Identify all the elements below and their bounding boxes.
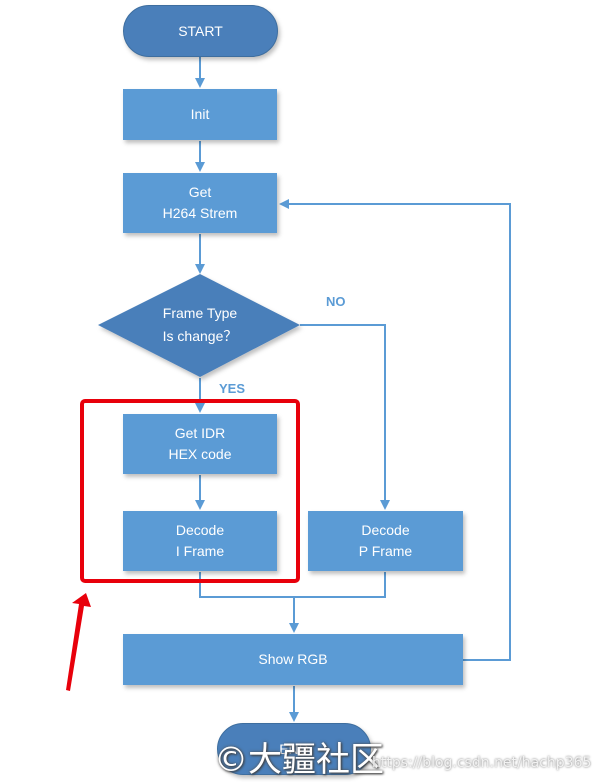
decode-i-line-2: I Frame: [175, 543, 225, 559]
get-stream-box: Get H264 Strem: [123, 173, 277, 233]
get-idr-line-1: Get IDR: [174, 425, 226, 441]
get-idr-line-2: HEX code: [168, 446, 232, 462]
decision-text: Frame Type Is change？: [120, 302, 280, 348]
end-terminal: END: [217, 723, 371, 775]
end-label: END: [279, 741, 309, 757]
watermark-logo: ©大疆社区: [214, 740, 384, 780]
decode-p-line-1: Decode: [361, 522, 410, 538]
get-stream-line-2: H264 Strem: [162, 205, 238, 221]
yes-branch-label: YES: [219, 381, 246, 396]
red-pointer-arrow: [66, 593, 91, 691]
init-label: Init: [190, 106, 210, 122]
decode-p-line-2: P Frame: [358, 543, 413, 559]
decision-diamond: [98, 274, 300, 377]
show-rgb-label: Show RGB: [258, 651, 328, 667]
decode-p-frame-box: Decode P Frame: [308, 511, 463, 571]
watermark-url: https://blog.csdn.net/hachp365: [372, 755, 592, 771]
get-idr-box: Get IDR HEX code: [123, 414, 277, 474]
merge-decode-i: [199, 572, 294, 598]
highlight-rectangle: [80, 399, 300, 583]
start-label: START: [178, 23, 223, 39]
decode-i-frame-box: Decode I Frame: [123, 511, 277, 571]
decode-i-line-1: Decode: [175, 522, 225, 538]
start-terminal: START: [123, 5, 278, 57]
no-branch-label: NO: [326, 294, 346, 309]
decision-line-2: Is change？: [162, 328, 238, 344]
init-box: Init: [123, 89, 277, 140]
loop-back-arrow: [279, 199, 511, 661]
get-stream-line-1: Get: [188, 184, 212, 200]
merge-decode-p: [294, 572, 386, 598]
decision-line-1: Frame Type: [162, 305, 238, 321]
arrow-no-to-decode-p: [300, 324, 390, 510]
show-rgb-box: Show RGB: [123, 634, 463, 685]
